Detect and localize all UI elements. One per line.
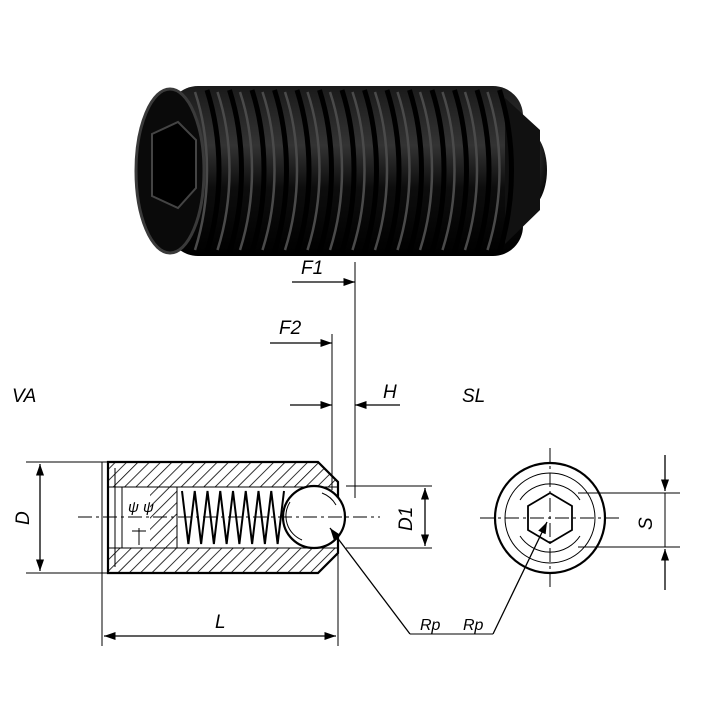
va-label: VA [12,386,36,407]
socket-mark-2: ψ [143,499,154,516]
f1-label: F1 [301,258,323,279]
rp-right-label: Rp [463,617,484,634]
l-label: L [215,612,226,633]
end-view [480,448,622,590]
sl-label: SL [462,386,485,407]
d-dimension [26,461,108,574]
d-label: D [13,511,34,525]
socket-mark: ψ [128,499,139,516]
l-dimension [101,553,339,646]
s-label: S [636,517,657,530]
spring-plunger-photo [134,86,547,256]
section-view: ψ ψ [78,460,380,575]
rp-right-leader [455,521,548,635]
s-dimension [578,455,680,590]
d1-label: D1 [396,507,417,531]
force-dimensions [270,262,400,498]
h-label: H [383,382,397,403]
d1-dimension [346,485,432,549]
rp-left-label: Rp [420,617,441,634]
f2-label: F2 [279,318,302,339]
rp-left-leader [329,527,455,635]
thread-ridges [193,89,514,253]
